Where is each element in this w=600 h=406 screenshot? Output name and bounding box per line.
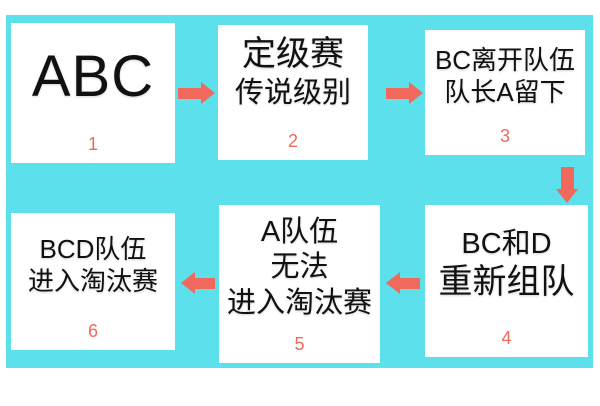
- step-1-text-block: ABC: [32, 42, 154, 113]
- arrow-stem: [195, 277, 215, 289]
- step-2-text-block: 定级赛 传说级别: [235, 34, 351, 111]
- flow-step-2: 定级赛 传说级别 2: [218, 25, 368, 160]
- step-2-line-2: 传说级别: [234, 76, 351, 109]
- step-2-line-1: 定级赛: [241, 35, 344, 74]
- arrow-stem: [400, 277, 420, 289]
- arrow-right-icon: [409, 82, 423, 104]
- arrow-right-icon: [201, 82, 215, 104]
- step-1-line-1: ABC: [31, 43, 155, 109]
- arrow-stem: [178, 87, 201, 99]
- step-3-number: 3: [499, 126, 510, 146]
- step-6-text-block: BCD队伍 进入淘汰赛: [28, 234, 158, 297]
- step-4-text-block: BC和D 重新组队: [439, 227, 575, 304]
- step-4-line-2: 重新组队: [438, 262, 575, 301]
- step-5-line-1: A队伍: [260, 215, 339, 248]
- step-3-text-block: BC离开队伍 队长A留下: [435, 45, 575, 108]
- flow-step-1: ABC 1: [11, 23, 175, 163]
- arrow-step1-to-step2: [178, 82, 215, 104]
- step-5-text-block: A队伍 无法 进入淘汰赛: [227, 215, 372, 321]
- flow-step-6: BCD队伍 进入淘汰赛 6: [11, 213, 175, 350]
- arrow-left-icon: [181, 272, 195, 294]
- step-3-line-2: 队长A留下: [444, 76, 566, 107]
- arrow-left-icon: [386, 272, 400, 294]
- flow-step-3: BC离开队伍 队长A留下 3: [425, 30, 585, 155]
- arrow-stem: [386, 87, 409, 99]
- arrow-stem: [560, 167, 574, 189]
- step-1-number: 1: [87, 134, 98, 154]
- step-5-line-2: 无法: [270, 251, 329, 284]
- step-5-number: 5: [294, 334, 305, 354]
- arrow-down-icon: [556, 189, 578, 203]
- flow-step-5: A队伍 无法 进入淘汰赛 5: [219, 205, 380, 363]
- step-6-line-1: BCD队伍: [39, 233, 147, 264]
- arrow-step2-to-step3: [386, 82, 423, 104]
- arrow-step4-to-step5: [386, 272, 420, 294]
- step-4-line-1: BC和D: [461, 227, 552, 260]
- step-5-line-3: 进入淘汰赛: [226, 286, 372, 319]
- arrow-step3-to-step4: [556, 167, 578, 203]
- step-6-number: 6: [87, 321, 98, 341]
- flow-step-4: BC和D 重新组队 4: [425, 205, 588, 357]
- arrow-step5-to-step6: [181, 272, 215, 294]
- step-6-line-2: 进入淘汰赛: [27, 265, 158, 296]
- step-2-number: 2: [287, 131, 298, 151]
- step-3-line-1: BC离开队伍: [434, 44, 576, 75]
- step-4-number: 4: [501, 328, 512, 348]
